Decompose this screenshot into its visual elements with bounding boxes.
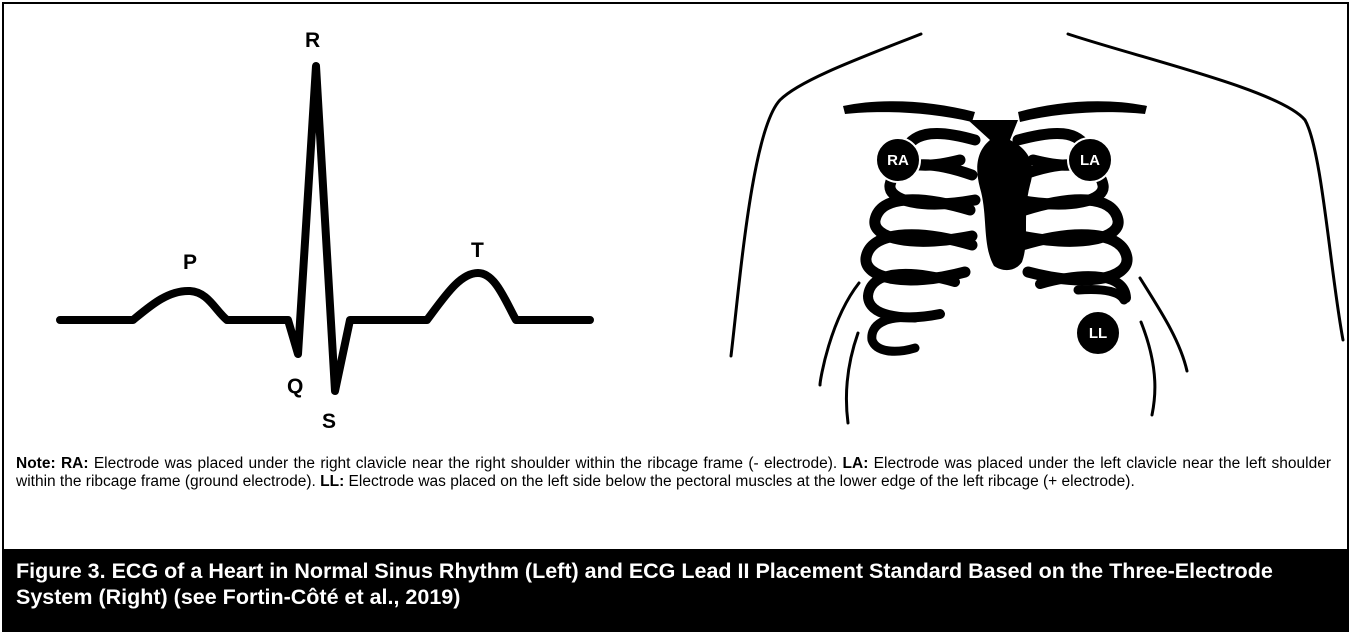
note-ll-key: LL: xyxy=(320,473,344,490)
figure-caption: Figure 3. ECG of a Heart in Normal Sinus… xyxy=(16,558,1335,610)
electrode-ll-label: LL xyxy=(1089,325,1107,342)
note-ll-text: Electrode was placed on the left side be… xyxy=(344,473,1135,490)
electrode-ra: RA xyxy=(876,138,920,182)
rib-left-6 xyxy=(872,317,915,351)
torso-outline xyxy=(731,34,1343,423)
figure-diagram: R P T Q S RA xyxy=(0,0,1351,450)
note-lead: Note: xyxy=(16,455,56,472)
figure-note: Note: RA: Electrode was placed under the… xyxy=(16,455,1331,491)
note-ra-key: RA: xyxy=(61,455,89,472)
left-waist-outline xyxy=(846,333,858,423)
electrode-ll: LL xyxy=(1076,311,1120,355)
figure-caption-bar: Figure 3. ECG of a Heart in Normal Sinus… xyxy=(2,549,1349,632)
left-clavicle xyxy=(843,101,975,122)
ecg-trace xyxy=(60,66,590,391)
right-arm-inner-outline xyxy=(1140,278,1187,371)
clavicles xyxy=(843,101,1147,122)
electrode-la-label: LA xyxy=(1080,152,1100,169)
left-arm-inner-outline xyxy=(820,283,859,385)
note-ra-text: Electrode was placed under the right cla… xyxy=(89,455,843,472)
p-wave-label: P xyxy=(183,251,197,274)
t-wave-label: T xyxy=(471,239,484,262)
electrode-la: LA xyxy=(1068,138,1112,182)
s-wave-label: S xyxy=(322,410,336,433)
right-clavicle xyxy=(1018,101,1147,122)
r-wave-label: R xyxy=(305,29,320,52)
note-la-key: LA: xyxy=(843,455,869,472)
q-wave-label: Q xyxy=(287,375,303,398)
electrode-ra-label: RA xyxy=(887,152,909,169)
right-waist-outline xyxy=(1141,322,1155,415)
rib-right-6 xyxy=(1078,289,1124,300)
ecg-waveform: R P T Q S xyxy=(60,29,590,433)
